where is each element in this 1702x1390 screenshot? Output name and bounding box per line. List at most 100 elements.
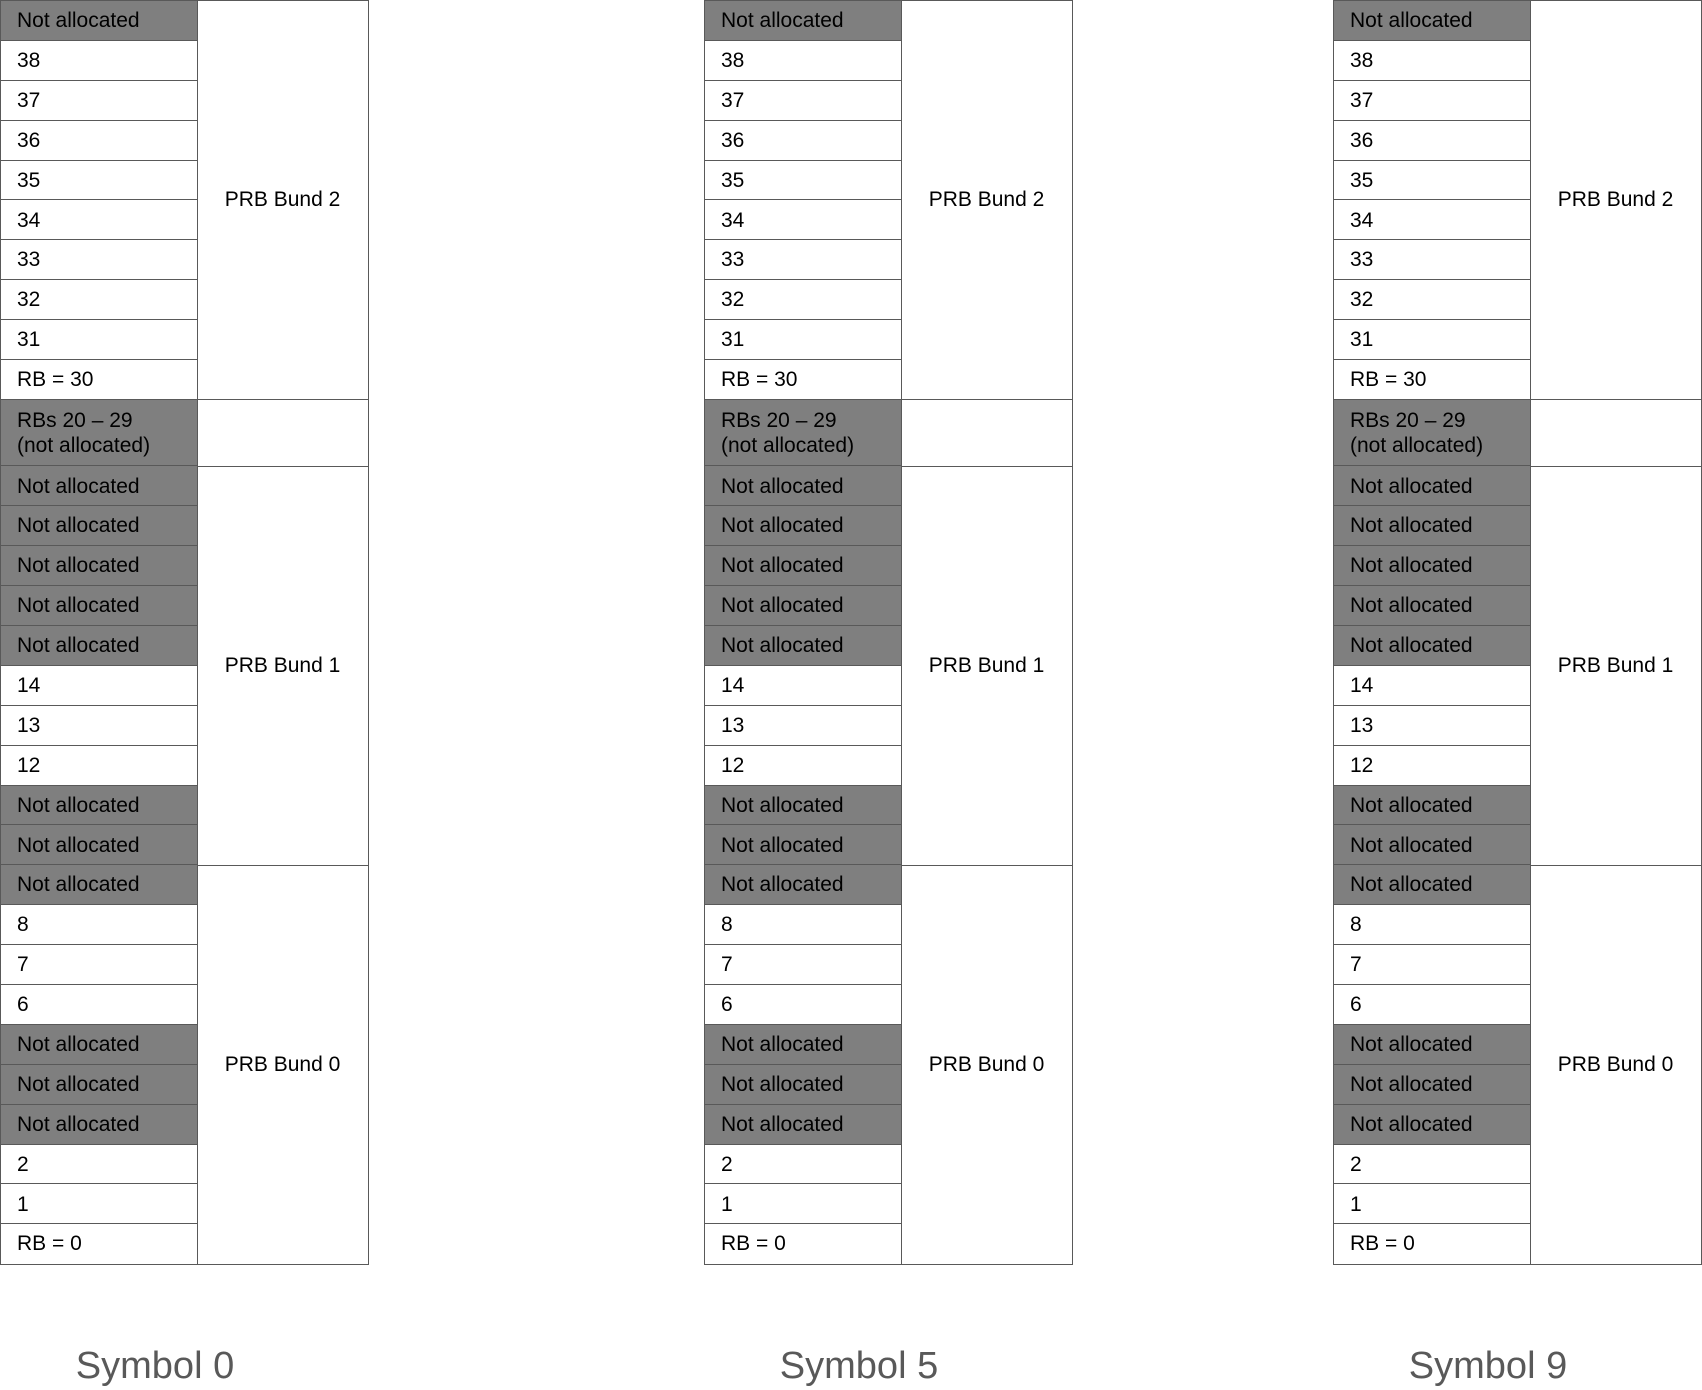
- rb-cell: RB = 30: [1333, 359, 1531, 401]
- rb-cell: 31: [1333, 319, 1531, 361]
- rb-cell: 37: [1333, 79, 1531, 122]
- rb-label: 37: [721, 88, 745, 112]
- rb-label: Not allocated: [1350, 1112, 1473, 1136]
- rb-label: 37: [1350, 88, 1374, 112]
- rb-label: 33: [1350, 248, 1374, 272]
- rb-cell-not-allocated: Not allocated: [0, 505, 198, 547]
- prb-bundle: PRB Bund 1: [1529, 465, 1702, 866]
- rb-label: 2: [721, 1152, 733, 1176]
- rb-cell: 33: [0, 239, 198, 281]
- rb-cell-not-allocated: Not allocated: [1333, 465, 1531, 507]
- rb-cell: 34: [1333, 199, 1531, 241]
- rb-label: 8: [721, 913, 733, 937]
- rb-label: 36: [17, 128, 41, 152]
- rb-cell: 13: [0, 704, 198, 747]
- prb-bundle-label: PRB Bund 1: [928, 653, 1045, 677]
- prb-bundle: PRB Bund 2: [196, 0, 369, 401]
- rb-label: Not allocated: [17, 594, 140, 618]
- rb-cell-not-allocated: RBs 20 – 29 (not allocated): [1333, 398, 1531, 467]
- rb-label: 35: [721, 168, 745, 192]
- rb-label: RBs 20 – 29 (not allocated): [17, 408, 151, 457]
- rb-cell: 38: [1333, 39, 1531, 82]
- rb-cell-not-allocated: Not allocated: [0, 585, 198, 627]
- rb-label: 14: [721, 673, 745, 697]
- rb-label: 32: [721, 288, 745, 312]
- prb-bundle: PRB Bund 0: [1529, 864, 1702, 1265]
- rb-cell: 2: [704, 1143, 902, 1185]
- rb-label: 6: [1350, 993, 1362, 1017]
- rb-label: Not allocated: [17, 1032, 140, 1056]
- prb-bundle-label: PRB Bund 2: [1557, 188, 1674, 212]
- rb-label: Not allocated: [721, 9, 844, 33]
- rb-label: 13: [1350, 713, 1374, 737]
- rb-cell-not-allocated: Not allocated: [704, 824, 902, 866]
- rb-cell: 38: [0, 39, 198, 82]
- rb-label: 31: [17, 328, 41, 352]
- rb-cell: 31: [0, 319, 198, 361]
- prb-bundle-label: PRB Bund 1: [1557, 653, 1674, 677]
- rb-cell: RB = 30: [0, 359, 198, 401]
- rb-label: RB = 0: [721, 1232, 786, 1256]
- rb-cell-not-allocated: Not allocated: [0, 465, 198, 507]
- rb-cell-not-allocated: Not allocated: [1333, 624, 1531, 667]
- rb-label: 13: [721, 713, 745, 737]
- rb-label: Not allocated: [17, 873, 140, 897]
- rb-cell-not-allocated: Not allocated: [0, 824, 198, 866]
- rb-label: Not allocated: [1350, 9, 1473, 33]
- rb-label: Not allocated: [1350, 514, 1473, 538]
- rb-label: 7: [17, 953, 29, 977]
- rb-cell: 8: [1333, 904, 1531, 946]
- rb-label: 12: [17, 753, 41, 777]
- rb-cell: 32: [704, 279, 902, 321]
- rb-cell: 13: [704, 704, 902, 747]
- rb-label: 7: [721, 953, 733, 977]
- rb-label: Not allocated: [1350, 634, 1473, 658]
- rb-cell: 33: [1333, 239, 1531, 281]
- rb-cell-not-allocated: RBs 20 – 29 (not allocated): [0, 398, 198, 467]
- rb-label: 7: [1350, 953, 1362, 977]
- rb-label: RB = 30: [721, 368, 798, 392]
- rb-cell-not-allocated: Not allocated: [704, 1103, 902, 1146]
- prb-bundle-label: PRB Bund 1: [224, 653, 341, 677]
- rb-label: Not allocated: [721, 793, 844, 817]
- rb-cell-not-allocated: Not allocated: [704, 784, 902, 826]
- rb-label: Not allocated: [1350, 1072, 1473, 1096]
- rb-cell: 37: [0, 79, 198, 122]
- rb-cell-not-allocated: Not allocated: [0, 545, 198, 587]
- rb-label: Not allocated: [1350, 1032, 1473, 1056]
- rb-cell: RB = 0: [704, 1223, 902, 1265]
- rb-cell: 31: [704, 319, 902, 361]
- rb-label: 33: [721, 248, 745, 272]
- rb-label: 34: [17, 208, 41, 232]
- symbol-label: Symbol 9: [1408, 1345, 1568, 1387]
- rb-cell: 8: [0, 904, 198, 946]
- prb-bundle-label: PRB Bund 0: [224, 1052, 341, 1076]
- rb-label: Not allocated: [721, 1032, 844, 1056]
- bundle-column: PRB Bund 2 PRB Bund 1 PRB Bund 0: [1529, 0, 1702, 1265]
- rb-cell: 35: [704, 159, 902, 201]
- rb-cell: 6: [704, 983, 902, 1026]
- bundle-column: PRB Bund 2 PRB Bund 1 PRB Bund 0: [196, 0, 369, 1265]
- prb-bundle: [196, 399, 369, 467]
- rb-cell-not-allocated: Not allocated: [704, 1023, 902, 1066]
- rb-cell: RB = 30: [704, 359, 902, 401]
- rb-label: RB = 0: [17, 1232, 82, 1256]
- rb-label: 14: [1350, 673, 1374, 697]
- rb-cell-not-allocated: Not allocated: [704, 864, 902, 906]
- prb-bundle: PRB Bund 0: [196, 864, 369, 1265]
- rb-cell: 12: [704, 744, 902, 787]
- rb-cell: 7: [1333, 944, 1531, 986]
- rb-label: Not allocated: [1350, 554, 1473, 578]
- rb-cell-not-allocated: Not allocated: [704, 585, 902, 627]
- rb-cell: 8: [704, 904, 902, 946]
- rb-label: 8: [17, 913, 29, 937]
- rb-label: RB = 30: [17, 368, 94, 392]
- rb-cell: 35: [0, 159, 198, 201]
- rb-cell-not-allocated: Not allocated: [704, 505, 902, 547]
- rb-label: 35: [17, 168, 41, 192]
- rb-label: 1: [1350, 1192, 1362, 1216]
- rb-cell-not-allocated: Not allocated: [704, 545, 902, 587]
